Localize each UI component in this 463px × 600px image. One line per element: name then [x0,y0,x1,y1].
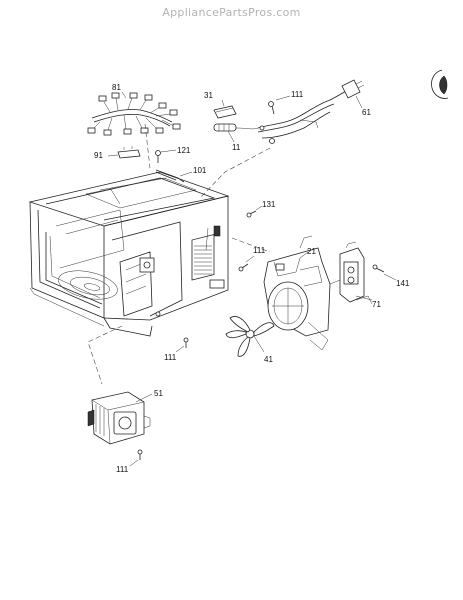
callout-121: 121 [177,146,191,155]
fan-bracket-21[interactable] [263,235,331,351]
guide-line-fan-bracket [231,237,271,253]
screw-111-top[interactable] [268,95,291,115]
callout-91: 91 [94,151,103,160]
callout-61: 61 [362,108,371,117]
callout-51: 51 [154,389,163,398]
callout-21: 21 [307,247,316,256]
oven-cavity-chassis[interactable] [28,171,230,337]
detail-circle-edge [431,69,449,99]
guide-line-magnetron [87,325,123,385]
motor-assembly-71[interactable] [329,241,373,305]
callout-131: 131 [262,200,276,209]
fuse-31[interactable] [213,99,237,119]
watermark: AppliancePartsPros.com [162,6,301,19]
magnetron-51[interactable] [87,391,153,445]
callout-111-magnetron: 111 [116,465,129,474]
callout-111-cavity: 111 [164,353,177,362]
callout-101: 101 [193,166,207,175]
screw-111-magnetron[interactable] [129,449,143,467]
callout-111-top: 111 [291,90,304,99]
fan-blade-41[interactable] [225,316,275,357]
wire-harness-81[interactable] [87,91,181,136]
callout-31: 31 [204,91,213,100]
fuse-holder-11[interactable] [213,123,259,143]
screw-131[interactable] [246,205,263,218]
callout-81: 81 [112,83,121,92]
screw-111-mid[interactable] [238,255,255,272]
thermostat-91[interactable] [107,146,141,159]
guide-line-harness [144,123,151,169]
guide-line-cord [199,147,271,199]
lever-101[interactable] [155,169,193,183]
screw-111-cavity[interactable] [175,337,189,353]
screw-141[interactable] [372,264,397,281]
callout-71: 71 [372,300,381,309]
callout-111-mid: 111 [253,246,266,255]
power-cord-61[interactable] [257,79,365,144]
screw-121[interactable] [155,149,177,163]
callout-141: 141 [396,279,410,288]
callout-11: 11 [232,143,241,152]
callout-41: 41 [264,355,273,364]
